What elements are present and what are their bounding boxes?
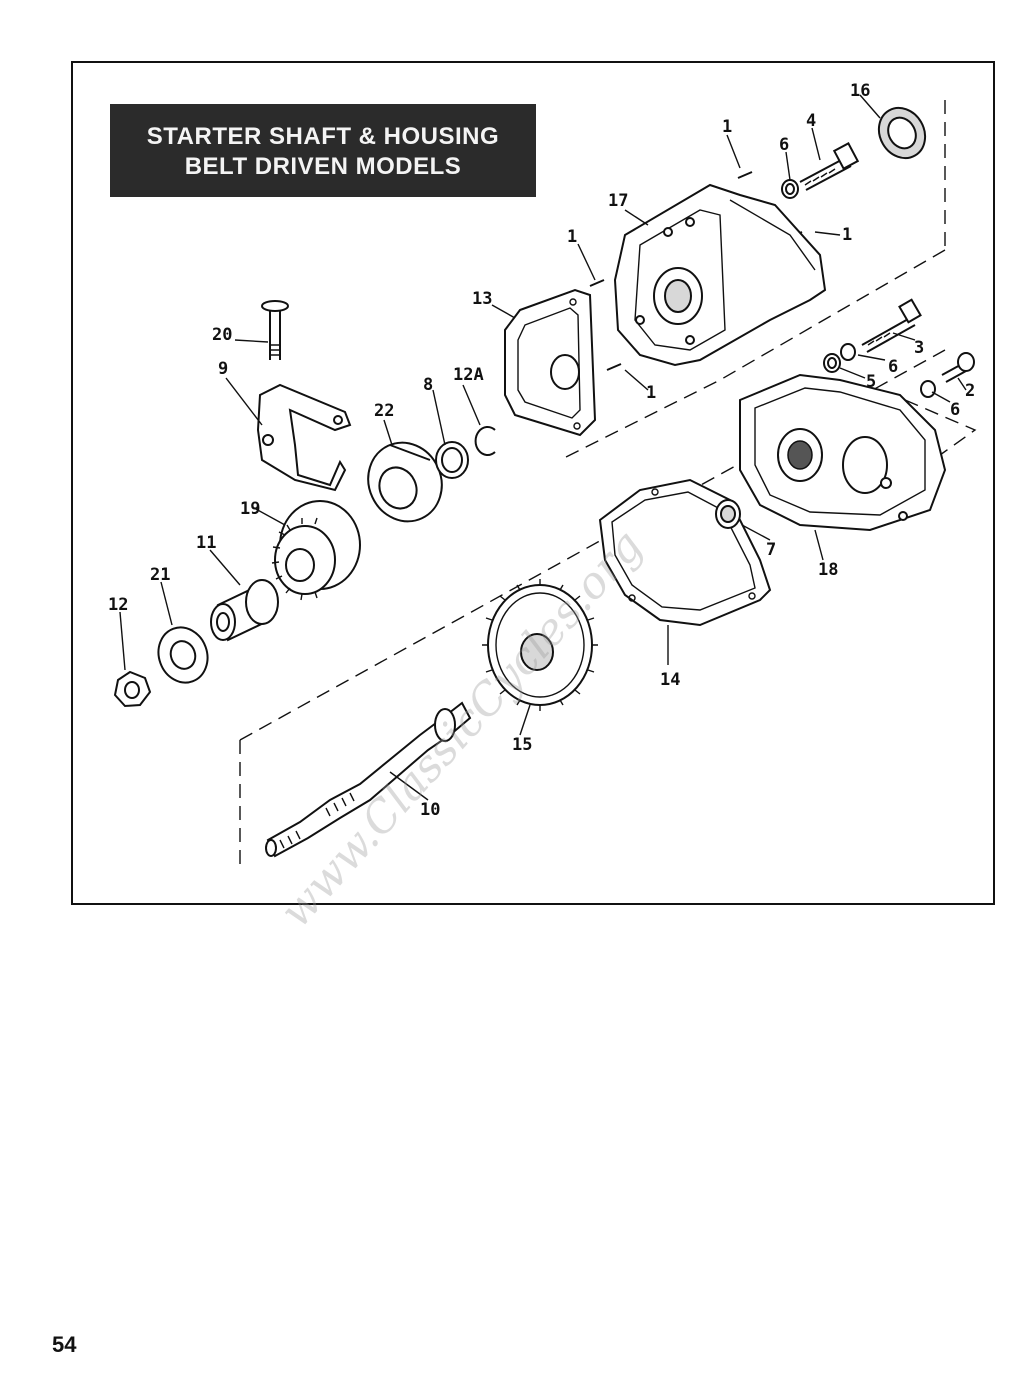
- part-7-needle-bearing: [715, 499, 741, 529]
- part-21-washer: [157, 626, 209, 684]
- label-part-20: 20: [212, 325, 232, 345]
- label-part-13: 13: [472, 289, 492, 309]
- diagram-title: STARTER SHAFT & HOUSING BELT DRIVEN MODE…: [110, 104, 536, 197]
- part-12A-e-clip: [474, 426, 496, 456]
- label-part-1c: 1: [842, 225, 852, 245]
- label-part-14: 14: [660, 670, 680, 690]
- label-part-18: 18: [818, 560, 838, 580]
- part-19-starter-pinion: [271, 500, 361, 601]
- part-4-bolt: [799, 142, 860, 191]
- part-9-shift-lever: [256, 383, 352, 492]
- label-part-1b: 1: [567, 227, 577, 247]
- label-part-3: 3: [914, 338, 924, 358]
- diagram-frame: [71, 61, 995, 905]
- part-3-bolt: [861, 298, 922, 353]
- part-8-retaining-ring: [435, 441, 469, 479]
- label-part-15: 15: [512, 735, 532, 755]
- label-part-16: 16: [850, 81, 870, 101]
- label-part-12A: 12A: [453, 365, 484, 385]
- part-18-housing-cover: [739, 373, 947, 532]
- part-labels: 1 1 1 1 2 3 4 5 6 6 6 7 8 9 10 11 12 12A…: [108, 81, 975, 820]
- part-6-lock-washer-top: [781, 179, 799, 199]
- label-part-1a: 1: [722, 117, 732, 137]
- label-part-4: 4: [806, 111, 816, 131]
- part-12-nut: [113, 670, 152, 708]
- label-part-6c: 6: [950, 400, 960, 420]
- part-16-oil-seal: [877, 106, 927, 160]
- label-part-1d: 1: [646, 383, 656, 403]
- part-11-bushing: [210, 579, 279, 642]
- title-line-1: STARTER SHAFT & HOUSING: [146, 123, 500, 150]
- part-15-gear: [482, 579, 598, 711]
- label-part-5: 5: [866, 372, 876, 392]
- label-part-8: 8: [423, 375, 433, 395]
- title-line-2: BELT DRIVEN MODELS: [184, 153, 462, 180]
- label-part-22: 22: [374, 401, 394, 421]
- label-part-9: 9: [218, 359, 228, 379]
- part-10-starter-shaft: [265, 701, 472, 858]
- part-17-starter-housing: [613, 183, 827, 367]
- label-part-11: 11: [196, 533, 216, 553]
- part-6-lock-washer-mid: [840, 343, 856, 361]
- label-part-19: 19: [240, 499, 260, 519]
- label-part-10: 10: [420, 800, 440, 820]
- part-13-gasket: [504, 288, 597, 437]
- label-part-6b: 6: [888, 357, 898, 377]
- part-6-lock-washer-bottom: [920, 380, 936, 398]
- label-part-21: 21: [150, 565, 170, 585]
- page-number: 54: [52, 1332, 77, 1357]
- leader-lines: [119, 94, 967, 801]
- part-22-thrust-cup: [367, 441, 443, 523]
- label-part-17: 17: [608, 191, 628, 211]
- part-20-screw: [261, 300, 289, 360]
- label-part-7: 7: [766, 540, 776, 560]
- label-part-6a: 6: [779, 135, 789, 155]
- part-5-flat-washer: [823, 353, 841, 373]
- label-part-12: 12: [108, 595, 128, 615]
- label-part-2: 2: [965, 381, 975, 401]
- part-2-bolt: [941, 352, 975, 383]
